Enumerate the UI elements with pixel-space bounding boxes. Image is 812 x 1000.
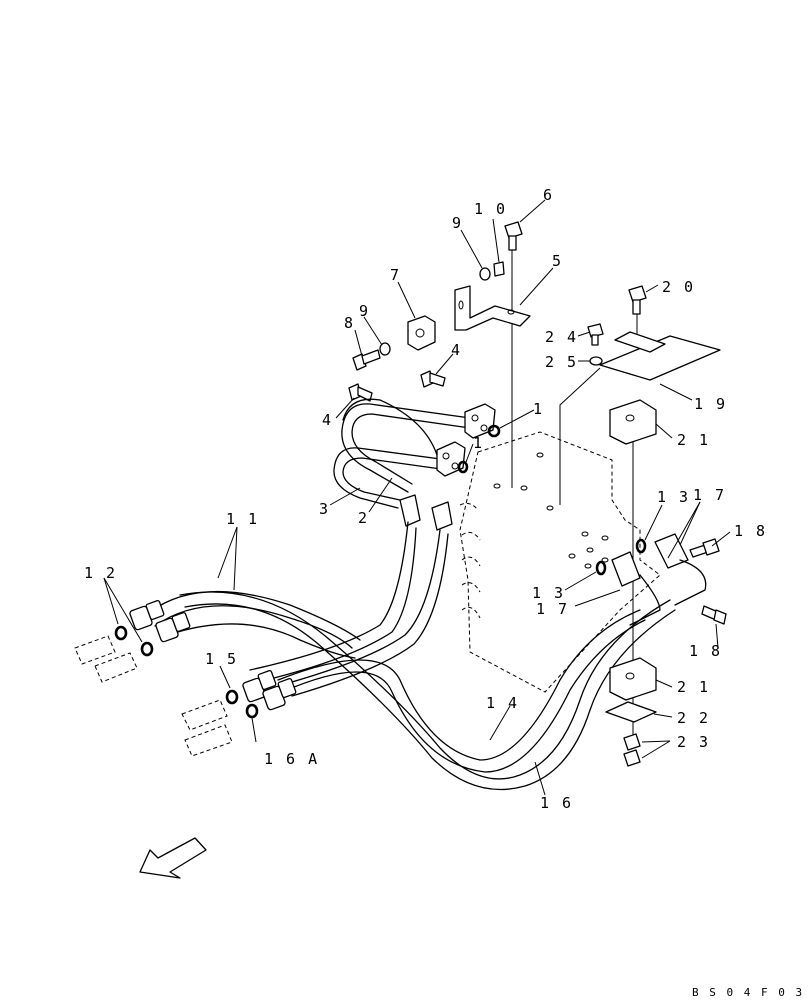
label-part-21: 2 1 xyxy=(677,431,710,449)
o-ring-1 xyxy=(457,424,501,474)
label-part-1: 1 xyxy=(473,434,484,452)
label-part-1: 1 xyxy=(533,400,544,418)
label-part-15: 1 5 xyxy=(205,650,238,668)
bolt-18 xyxy=(689,538,727,625)
o-ring-13 xyxy=(595,538,647,576)
bolt-20 xyxy=(628,285,647,315)
label-part-25: 2 5 xyxy=(545,353,578,371)
clamp-21 xyxy=(609,399,657,701)
label-part-4: 4 xyxy=(451,341,462,359)
label-part-18: 1 8 xyxy=(734,522,767,540)
label-part-18: 1 8 xyxy=(689,642,722,660)
label-part-19: 1 9 xyxy=(694,395,727,413)
o-ring-15 xyxy=(225,689,239,705)
label-part-8: 8 xyxy=(344,314,355,332)
label-part-3: 3 xyxy=(319,500,330,518)
label-part-10: 1 0 xyxy=(474,200,507,218)
leader-lines xyxy=(103,199,731,796)
label-part-13: 1 3 xyxy=(657,488,690,506)
label-part-2: 2 xyxy=(358,509,369,527)
clamp-7 xyxy=(407,315,436,351)
label-part-12: 1 2 xyxy=(84,564,117,582)
bracket-5 xyxy=(454,285,531,331)
bolt-23 xyxy=(587,323,604,346)
elbow-17 xyxy=(611,533,707,626)
hose-elbow xyxy=(399,494,453,531)
bolt-6 xyxy=(504,221,523,251)
label-part-4: 4 xyxy=(322,411,333,429)
label-part-16A: 1 6 A xyxy=(264,750,319,768)
hose-16 xyxy=(179,529,676,791)
label-part-13: 1 3 xyxy=(532,584,565,602)
washer-25 xyxy=(589,356,603,366)
label-part-9: 9 xyxy=(359,302,370,320)
drawing-code: B S 0 4 F 0 3 7 xyxy=(692,986,812,999)
bolt-8 xyxy=(352,349,381,371)
label-part-6: 6 xyxy=(543,186,554,204)
label-part-14: 1 4 xyxy=(486,694,519,712)
label-part-17: 1 7 xyxy=(693,486,726,504)
hose-11 xyxy=(149,590,361,659)
front-arrow-icon xyxy=(139,837,207,879)
nut-24 xyxy=(623,733,641,767)
o-ring-12 xyxy=(114,625,154,657)
control-valve-outline xyxy=(459,431,661,693)
label-part-7: 7 xyxy=(390,266,401,284)
hose-fitting xyxy=(129,600,297,711)
label-part-16: 1 6 xyxy=(540,794,573,812)
nut-10 xyxy=(493,261,505,277)
bolt-4 xyxy=(348,370,446,402)
plate-22 xyxy=(605,701,657,723)
label-part-17: 1 7 xyxy=(536,600,569,618)
tube-2 xyxy=(341,403,471,493)
o-ring-16A xyxy=(245,703,259,719)
label-part-9: 9 xyxy=(452,214,463,232)
label-part-21: 2 1 xyxy=(677,678,710,696)
label-part-24: 2 3 xyxy=(677,733,710,751)
label-part-23: 2 4 xyxy=(545,328,578,346)
plate-19 xyxy=(599,331,721,381)
part-labels: 1 1 2 3 4 4 5 6 7 8 9 9 1 0 1 1 1 2 1 3 … xyxy=(84,186,767,812)
label-part-5: 5 xyxy=(552,252,563,270)
tube-3 xyxy=(333,398,449,509)
hose-14 xyxy=(249,521,646,773)
label-part-22: 2 2 xyxy=(677,709,710,727)
adapter-reference xyxy=(74,635,233,757)
label-part-20: 2 0 xyxy=(662,278,695,296)
washer-9 xyxy=(379,267,491,356)
label-part-11: 1 1 xyxy=(226,510,259,528)
